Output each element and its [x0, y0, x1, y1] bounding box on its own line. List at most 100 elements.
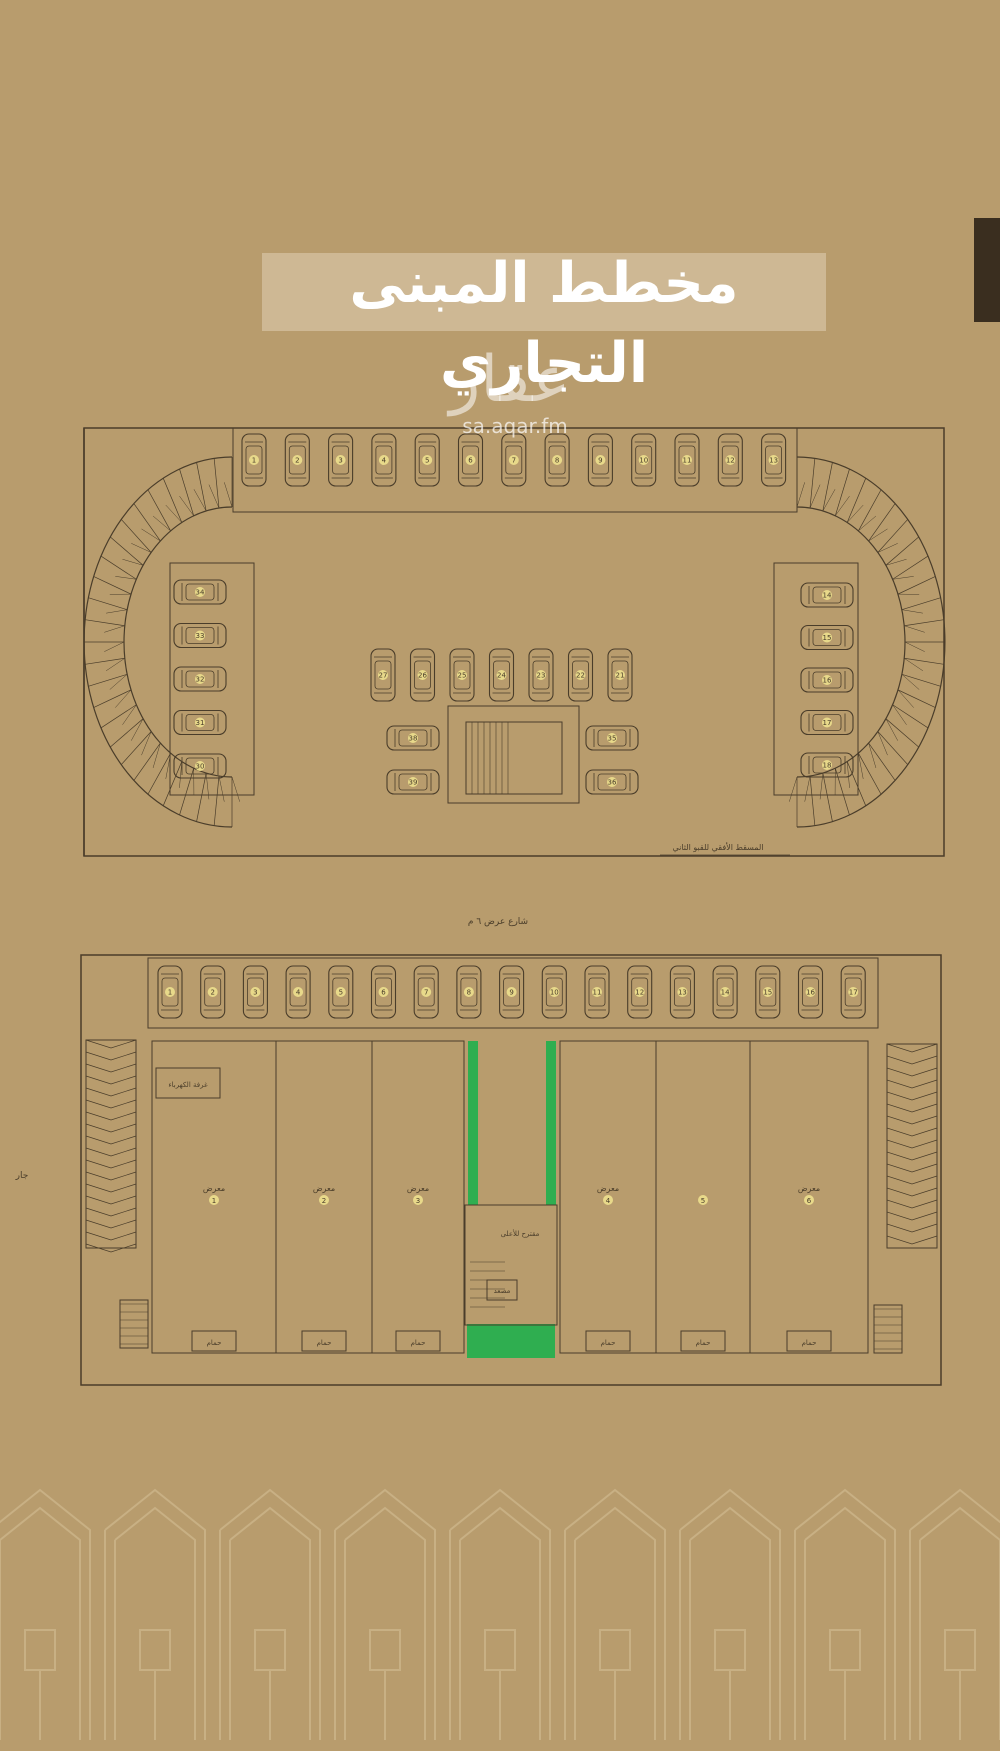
- stair-core-inner: [466, 722, 562, 794]
- bathroom-label: حمام: [696, 1339, 711, 1347]
- upper-right-parking-strip: [774, 563, 858, 795]
- parking-space-upper-top-number: 6: [468, 457, 473, 465]
- parking-space-upper-right: 14: [801, 583, 853, 607]
- bathroom-label: حمام: [802, 1339, 817, 1347]
- parking-space-upper-center-number: 23: [537, 672, 546, 680]
- parking-space-upper-top: 13: [762, 434, 786, 486]
- parking-space-upper-left-number: 32: [196, 676, 205, 684]
- upper-plan-caption: المسقط الأفقي للقبو الثاني: [672, 842, 763, 852]
- parking-space-upper-left: 34: [174, 580, 226, 604]
- parking-space-upper-top-number: 11: [683, 457, 692, 465]
- parking-space-upper-left: 30: [174, 754, 226, 778]
- parking-space-upper-center: 24: [490, 649, 514, 701]
- parking-space-lower-number: 12: [635, 989, 644, 997]
- side-tab[interactable]: [974, 218, 1000, 322]
- showroom-number: 3: [416, 1197, 420, 1205]
- lower-stair-left: [120, 1300, 148, 1348]
- parking-space-upper-center-number: 26: [418, 672, 427, 680]
- parking-space-lower-number: 13: [678, 989, 687, 997]
- parking-space-upper-top-number: 1: [252, 457, 256, 465]
- parking-space-upper-right-number: 17: [823, 719, 832, 727]
- parking-space-upper-top: 9: [588, 434, 612, 486]
- showroom-label: معرض: [313, 1184, 335, 1193]
- parking-space-upper-center-number: 27: [379, 672, 388, 680]
- watermark-url: sa.aqar.fm: [440, 414, 590, 438]
- parking-space-lower: 8: [457, 966, 481, 1018]
- green-corridor-right: [546, 1041, 556, 1205]
- parking-space-lower-number: 7: [424, 989, 428, 997]
- decorative-house-pattern: [0, 1490, 1000, 1740]
- upper-top-parking-strip: [233, 428, 797, 512]
- parking-space-lower-number: 3: [253, 989, 257, 997]
- parking-space-upper-top: 12: [718, 434, 742, 486]
- parking-space-upper-core-right: 35: [586, 726, 638, 750]
- parking-space-lower-number: 5: [339, 989, 343, 997]
- parking-space-upper-top: 2: [285, 434, 309, 486]
- parking-space-upper-top: 3: [329, 434, 353, 486]
- parking-space-upper-left: 33: [174, 624, 226, 648]
- parking-space-lower-number: 15: [763, 989, 772, 997]
- parking-space-upper-right: 17: [801, 711, 853, 735]
- parking-space-lower: 14: [713, 966, 737, 1018]
- parking-space-lower: 6: [372, 966, 396, 1018]
- parking-space-upper-top-number: 7: [512, 457, 516, 465]
- ramp-lower-left: [86, 1040, 136, 1252]
- showroom-number: 2: [322, 1197, 326, 1205]
- showroom-label: معرض: [597, 1184, 619, 1193]
- parking-space-upper-left-number: 30: [196, 763, 205, 771]
- parking-space-upper-right: 18: [801, 753, 853, 777]
- showroom-label: معرض: [203, 1184, 225, 1193]
- parking-space-lower: 2: [201, 966, 225, 1018]
- parking-space-upper-left: 32: [174, 667, 226, 691]
- elevator-label: مصعد: [494, 1287, 511, 1295]
- parking-space-upper-center: 27: [371, 649, 395, 701]
- lower-stair-right: [874, 1305, 902, 1353]
- showroom-number: 5: [701, 1197, 705, 1205]
- parking-space-lower: 7: [414, 966, 438, 1018]
- parking-space-upper-top-number: 2: [295, 457, 299, 465]
- parking-space-upper-top: 5: [415, 434, 439, 486]
- parking-space-lower-number: 4: [296, 989, 301, 997]
- parking-space-upper-right: 15: [801, 626, 853, 650]
- parking-space-upper-left: 31: [174, 711, 226, 735]
- parking-space-upper-center-number: 25: [458, 672, 467, 680]
- ramp-lower-right: [887, 1044, 937, 1248]
- ramp-left: [84, 457, 240, 827]
- upper-left-parking-strip: [170, 563, 254, 795]
- parking-space-lower-number: 6: [381, 989, 386, 997]
- parking-space-lower: 16: [799, 966, 823, 1018]
- parking-space-upper-right-number: 16: [823, 677, 832, 685]
- parking-space-lower-number: 14: [721, 989, 730, 997]
- parking-space-lower: 13: [670, 966, 694, 1018]
- parking-space-upper-center: 23: [529, 649, 553, 701]
- parking-space-upper-core-left: 39: [387, 770, 439, 794]
- parking-space-lower: 3: [243, 966, 267, 1018]
- parking-space-upper-top-number: 10: [639, 457, 648, 465]
- parking-space-upper-top-number: 12: [726, 457, 735, 465]
- showroom-number: 1: [212, 1197, 216, 1205]
- parking-space-lower-number: 10: [550, 989, 559, 997]
- parking-space-lower: 5: [329, 966, 353, 1018]
- parking-space-upper-left-number: 33: [196, 632, 205, 640]
- stair-up-label: مقترح للأعلى: [501, 1229, 540, 1238]
- street-label: شارع عرض ٦ م: [468, 917, 528, 927]
- parking-space-upper-top: 4: [372, 434, 396, 486]
- parking-space-upper-top: 11: [675, 434, 699, 486]
- parking-space-upper-center-number: 22: [576, 672, 585, 680]
- parking-space-upper-left-number: 34: [196, 589, 205, 597]
- parking-space-upper-core-left-number: 38: [409, 735, 418, 743]
- parking-space-upper-top-number: 3: [338, 457, 342, 465]
- parking-space-upper-top-number: 5: [425, 457, 429, 465]
- parking-space-lower-number: 16: [806, 989, 815, 997]
- parking-space-lower: 12: [628, 966, 652, 1018]
- parking-space-lower-number: 2: [210, 989, 214, 997]
- stair-core-upper: [448, 706, 579, 803]
- parking-space-upper-core-right: 36: [586, 770, 638, 794]
- neighbor-label: جار: [15, 1171, 29, 1181]
- parking-space-upper-right-number: 15: [823, 634, 832, 642]
- parking-space-upper-top-number: 8: [555, 457, 559, 465]
- parking-space-upper-center-number: 24: [497, 672, 506, 680]
- parking-space-upper-core-right-number: 35: [608, 735, 617, 743]
- upper-plan-outer-wall: [84, 428, 944, 856]
- parking-space-upper-center: 25: [450, 649, 474, 701]
